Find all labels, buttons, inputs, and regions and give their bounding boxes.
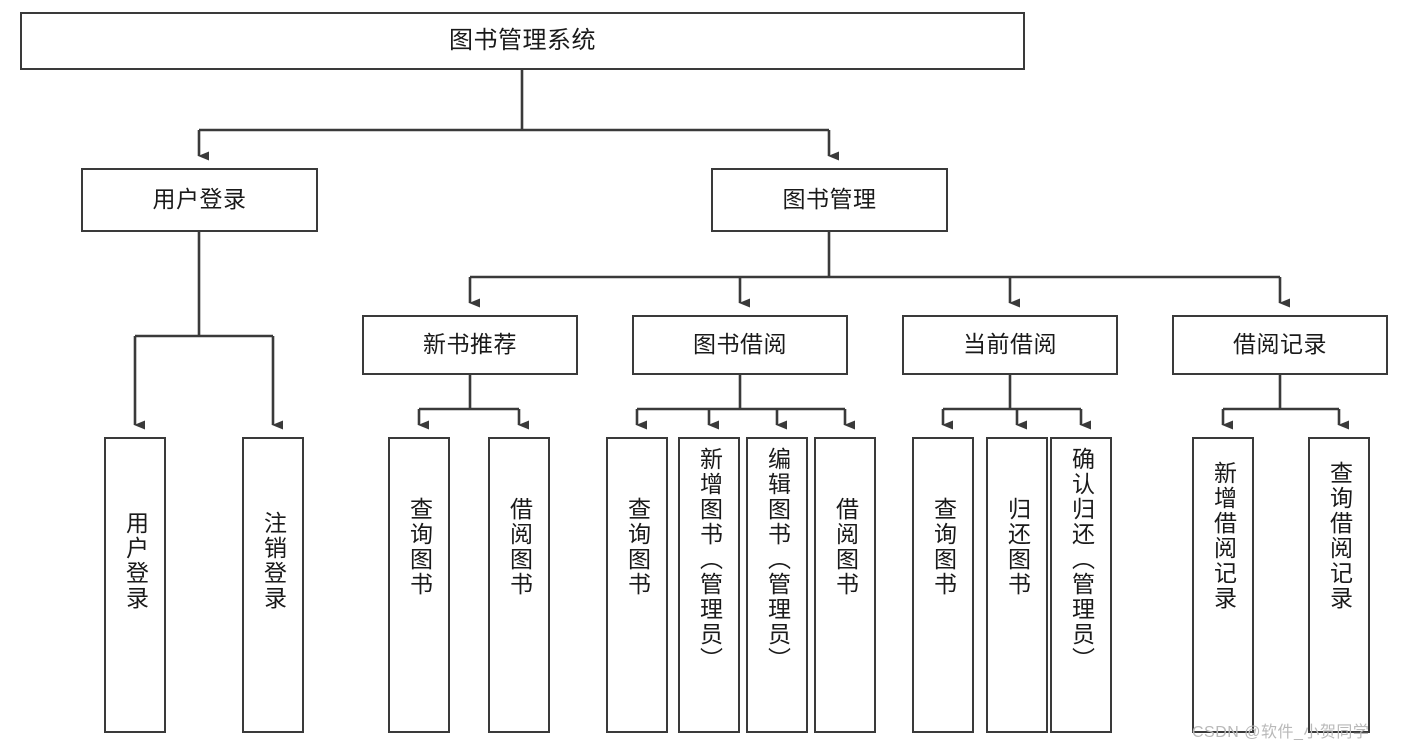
leaf-query-borrow-record[interactable]: 查询借阅记录: [1308, 437, 1370, 733]
leaf-edit-book-admin[interactable]: 编辑图书（管理员）: [746, 437, 808, 733]
node-label: 归还图书: [1004, 497, 1031, 597]
leaf-confirm-return-admin[interactable]: 确认归还（管理员）: [1050, 437, 1112, 733]
leaf-return-book[interactable]: 归还图书: [986, 437, 1048, 733]
node-label: 编辑图书（管理员）: [764, 447, 791, 672]
node-book-borrow[interactable]: 图书借阅: [632, 315, 848, 375]
node-label: 借阅图书: [506, 497, 533, 597]
leaf-query-book-borrow[interactable]: 查询图书: [606, 437, 668, 733]
leaf-query-book-current[interactable]: 查询图书: [912, 437, 974, 733]
node-label: 图书管理系统: [449, 26, 596, 54]
leaf-logout[interactable]: 注销登录: [242, 437, 304, 733]
node-label: 用户登录: [152, 186, 247, 213]
node-label: 查询借阅记录: [1326, 461, 1353, 611]
leaf-add-borrow-record[interactable]: 新增借阅记录: [1192, 437, 1254, 733]
node-book-manage[interactable]: 图书管理: [711, 168, 948, 232]
node-label: 图书管理: [782, 186, 877, 213]
node-label: 用户登录: [122, 511, 149, 611]
node-borrow-record[interactable]: 借阅记录: [1172, 315, 1388, 375]
node-label: 借阅图书: [832, 497, 859, 597]
leaf-user-login[interactable]: 用户登录: [104, 437, 166, 733]
leaf-query-book-rec[interactable]: 查询图书: [388, 437, 450, 733]
node-label: 当前借阅: [963, 331, 1057, 358]
node-label: 新书推荐: [423, 331, 517, 358]
leaf-borrow-book-rec[interactable]: 借阅图书: [488, 437, 550, 733]
node-label: 确认归还（管理员）: [1068, 447, 1095, 672]
node-label: 注销登录: [260, 511, 287, 611]
node-user-login[interactable]: 用户登录: [81, 168, 318, 232]
node-label: 新增图书（管理员）: [696, 447, 723, 672]
node-current-borrow[interactable]: 当前借阅: [902, 315, 1118, 375]
node-root-system[interactable]: 图书管理系统: [20, 12, 1025, 70]
node-new-book-rec[interactable]: 新书推荐: [362, 315, 578, 375]
node-label: 借阅记录: [1233, 331, 1327, 358]
leaf-borrow-book[interactable]: 借阅图书: [814, 437, 876, 733]
node-label: 查询图书: [406, 497, 433, 597]
watermark-credit: CSDN @软件_小贺同学: [1192, 724, 1370, 741]
node-label: 查询图书: [930, 497, 957, 597]
node-label: 新增借阅记录: [1210, 461, 1237, 611]
node-label: 查询图书: [624, 497, 651, 597]
node-label: 图书借阅: [693, 331, 787, 358]
leaf-add-book-admin[interactable]: 新增图书（管理员）: [678, 437, 740, 733]
